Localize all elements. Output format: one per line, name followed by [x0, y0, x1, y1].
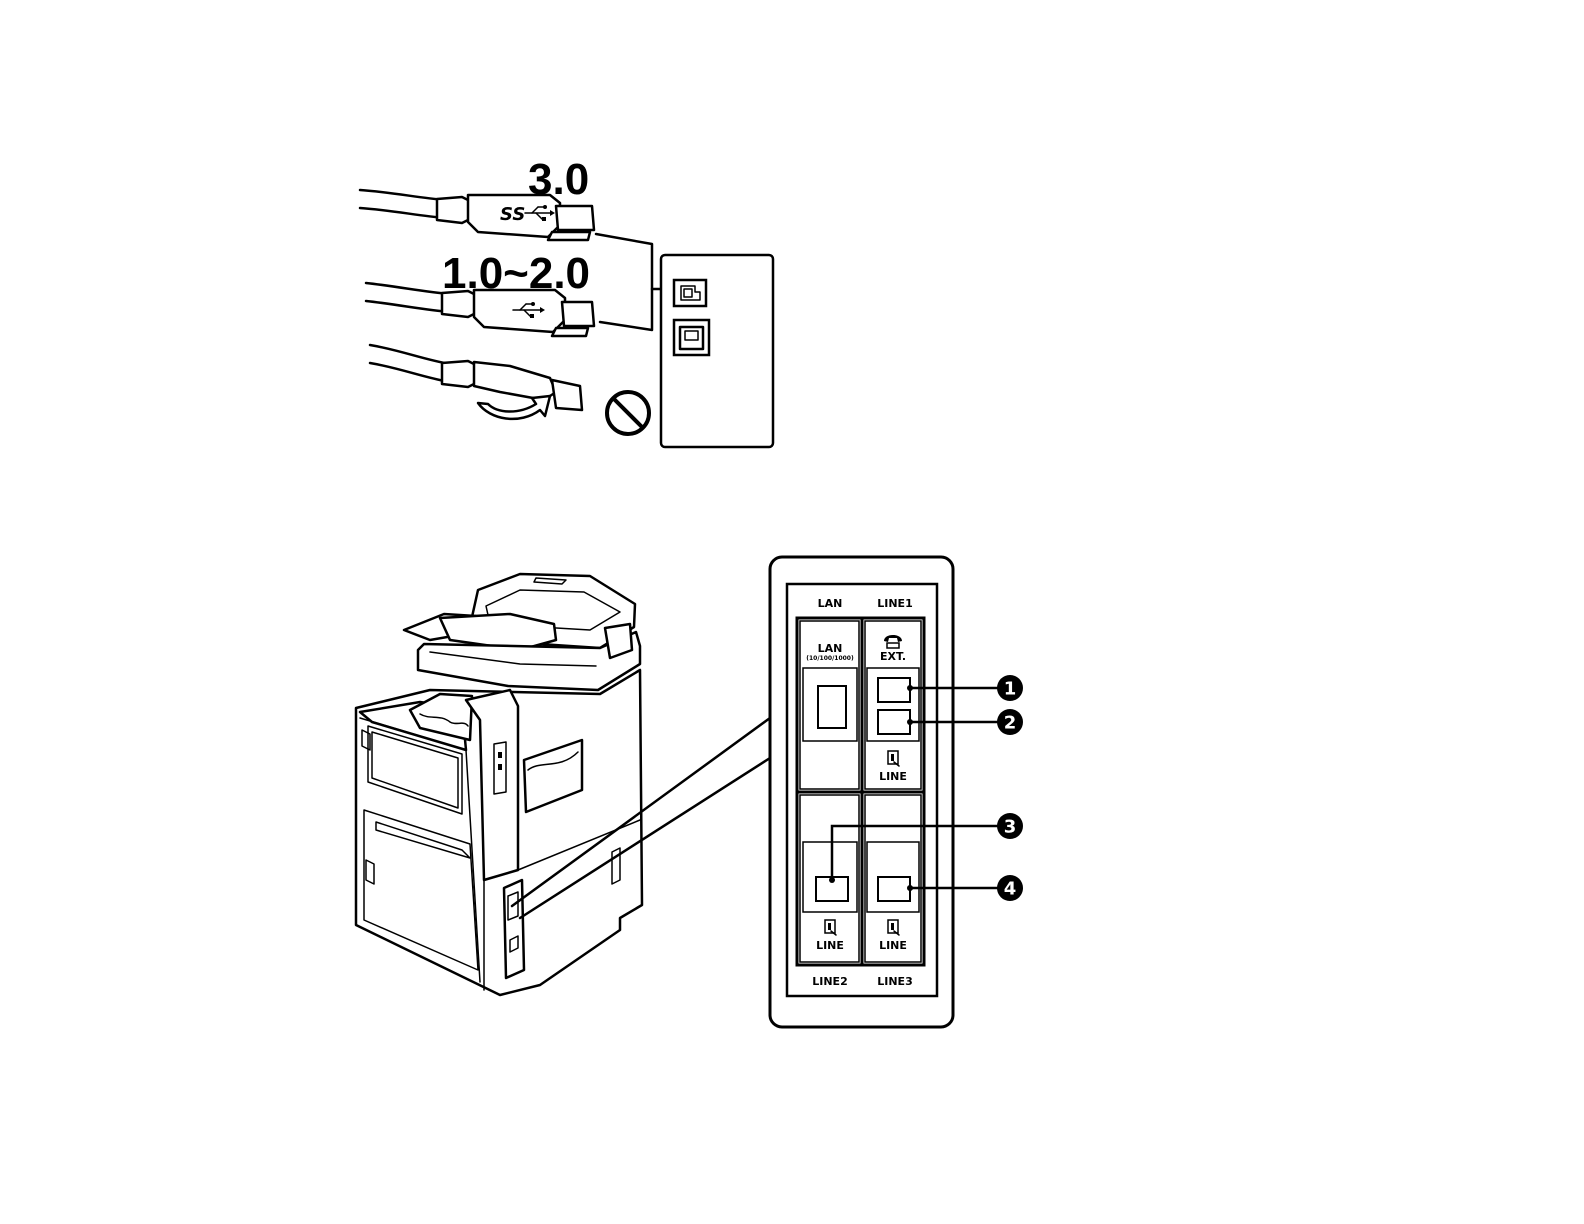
line2-column-label: LINE2 — [812, 975, 847, 988]
ext-port-label: EXT. — [880, 650, 906, 663]
connector-panel-zoom: LAN LINE1 LINE2 LINE3 LAN (10/100/1000) … — [770, 557, 953, 1027]
usb-30-label: 3.0 — [528, 155, 589, 204]
ext-port — [878, 678, 910, 702]
line3-port — [878, 877, 910, 901]
prohibited-icon — [607, 392, 649, 434]
line3-column-label: LINE3 — [877, 975, 912, 988]
usb-20-cable: 1.0~2.0 — [366, 249, 594, 336]
lan-column-label: LAN — [818, 597, 843, 610]
usb-b-port-icon — [674, 280, 706, 306]
line1-port-label: LINE — [879, 770, 907, 783]
usb-wrong-insertion — [370, 345, 582, 419]
line2-port-label: LINE — [816, 939, 844, 952]
lan-port-label: LAN — [818, 642, 843, 655]
line1-column-label: LINE1 — [877, 597, 912, 610]
lan-port-speed: (10/100/1000) — [806, 655, 854, 662]
lan-port-icon — [674, 320, 709, 355]
callout-2: 2 — [1004, 713, 1017, 734]
callout-4: 4 — [1004, 879, 1017, 900]
usb-1020-label: 1.0~2.0 — [442, 249, 590, 298]
callout-1: 1 — [1004, 679, 1017, 700]
usb-30-cable: SS 3.0 — [360, 155, 594, 240]
superspeed-mark: SS — [500, 204, 525, 225]
line1-port — [878, 710, 910, 734]
usb-connection-diagram: SS 3.0 — [360, 155, 773, 447]
callout-3: 3 — [1004, 817, 1017, 838]
printer-illustration — [356, 574, 642, 995]
printer-port-panel — [661, 255, 773, 447]
line3-port-label: LINE — [879, 939, 907, 952]
